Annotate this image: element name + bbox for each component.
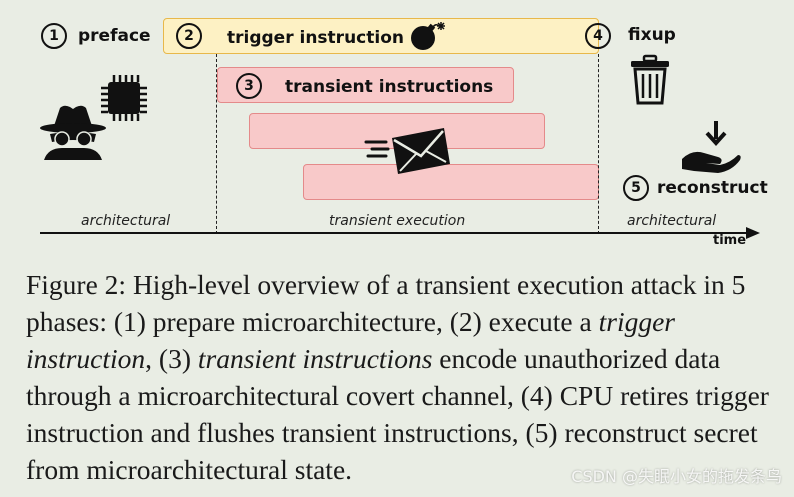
caption-part-2: , (3) bbox=[145, 343, 198, 374]
caption-part-3: encode unauthorized data through a micro… bbox=[26, 343, 769, 485]
architectural-label-right: architectural bbox=[627, 213, 717, 229]
phase-1-number: 1 bbox=[41, 23, 67, 49]
phase-separator-right bbox=[598, 54, 599, 234]
trigger-instruction-bar bbox=[163, 18, 599, 54]
architectural-label-left: architectural bbox=[81, 213, 171, 229]
phase-2-label: trigger instruction bbox=[227, 28, 404, 48]
transient-bar-1 bbox=[217, 67, 514, 103]
caption-part-1: Figure 2: High-level overview of a trans… bbox=[26, 269, 746, 337]
phase-2-number: 2 bbox=[176, 23, 202, 49]
time-axis-label: time bbox=[713, 233, 747, 248]
trash-can-icon bbox=[631, 54, 669, 105]
watermark: CSDN @失眠小女的拖发条鸟 bbox=[571, 467, 782, 486]
figure-caption: Figure 2: High-level overview of a trans… bbox=[26, 266, 778, 488]
phase-4-number: 4 bbox=[585, 23, 611, 49]
phase-3-number: 3 bbox=[236, 73, 262, 99]
phase-4-label: fixup bbox=[628, 25, 676, 45]
time-axis bbox=[40, 227, 760, 239]
caption-paragraph: Figure 2: High-level overview of a trans… bbox=[26, 266, 778, 488]
transient-execution-label: transient execution bbox=[329, 213, 466, 229]
phase-3-label: transient instructions bbox=[285, 77, 494, 97]
envelope-icon bbox=[364, 128, 450, 174]
bomb-icon bbox=[411, 22, 445, 50]
phase-1-label: preface bbox=[78, 26, 151, 46]
caption-trigger-instruction: trigger instruction bbox=[26, 306, 675, 374]
hacker-icon bbox=[40, 105, 106, 160]
phase-separator-left bbox=[216, 54, 217, 234]
cpu-chip-icon bbox=[101, 75, 147, 121]
hand-receive-icon bbox=[682, 121, 741, 173]
attack-diagram: 1 preface 2 trigger instruction 3 transi… bbox=[40, 18, 768, 248]
phase-5-number: 5 bbox=[623, 175, 649, 201]
caption-transient-instructions: transient instructions bbox=[197, 343, 433, 374]
transient-bar-3 bbox=[303, 164, 599, 200]
phase-5-label: reconstruct bbox=[657, 178, 768, 198]
